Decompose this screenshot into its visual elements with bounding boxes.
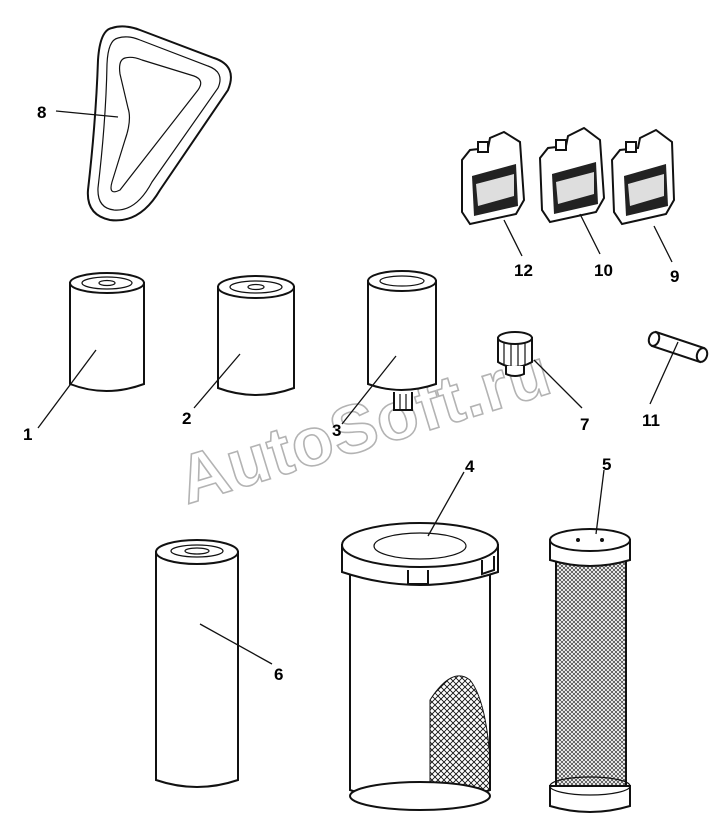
- leader-1: [37, 349, 97, 429]
- leader-9: [653, 225, 673, 263]
- leader-6: [199, 623, 273, 665]
- leader-7: [533, 359, 583, 409]
- oil-filter: [69, 272, 145, 392]
- oil-canister-12: [461, 130, 526, 226]
- callout-12: 12: [514, 261, 533, 280]
- callout-9: 9: [670, 267, 679, 286]
- fuel-filter: [217, 275, 295, 396]
- leader-8: [55, 110, 119, 118]
- callout-4: 4: [465, 457, 475, 476]
- air-filter-outer: [341, 522, 499, 811]
- leader-10: [579, 213, 601, 255]
- callout-1: 1: [23, 425, 32, 444]
- pin: [647, 330, 709, 364]
- air-filter-inner: [549, 528, 631, 813]
- callout-10: 10: [594, 261, 613, 280]
- callout-5: 5: [602, 455, 611, 474]
- callout-8: 8: [37, 103, 46, 122]
- leader-11: [649, 341, 679, 405]
- callout-labels: 1 2 3 4 5 6 7 8 9 10 11 12: [23, 103, 679, 684]
- callout-3: 3: [332, 421, 341, 440]
- callout-7: 7: [580, 415, 589, 434]
- drive-belt: [86, 25, 232, 222]
- leader-4: [427, 471, 465, 537]
- leader-lines: [37, 110, 679, 665]
- fuel-water-separator: [367, 270, 437, 411]
- callout-6: 6: [274, 665, 283, 684]
- leader-5: [595, 469, 605, 535]
- leader-3: [341, 355, 397, 425]
- oil-canister-9: [610, 128, 676, 226]
- callout-2: 2: [182, 409, 191, 428]
- oil-canister-10: [538, 126, 606, 224]
- callout-11: 11: [642, 411, 660, 430]
- leader-12: [503, 219, 523, 257]
- hydraulic-filter: [155, 539, 239, 788]
- leader-2: [193, 353, 241, 409]
- breather-cap: [497, 331, 533, 377]
